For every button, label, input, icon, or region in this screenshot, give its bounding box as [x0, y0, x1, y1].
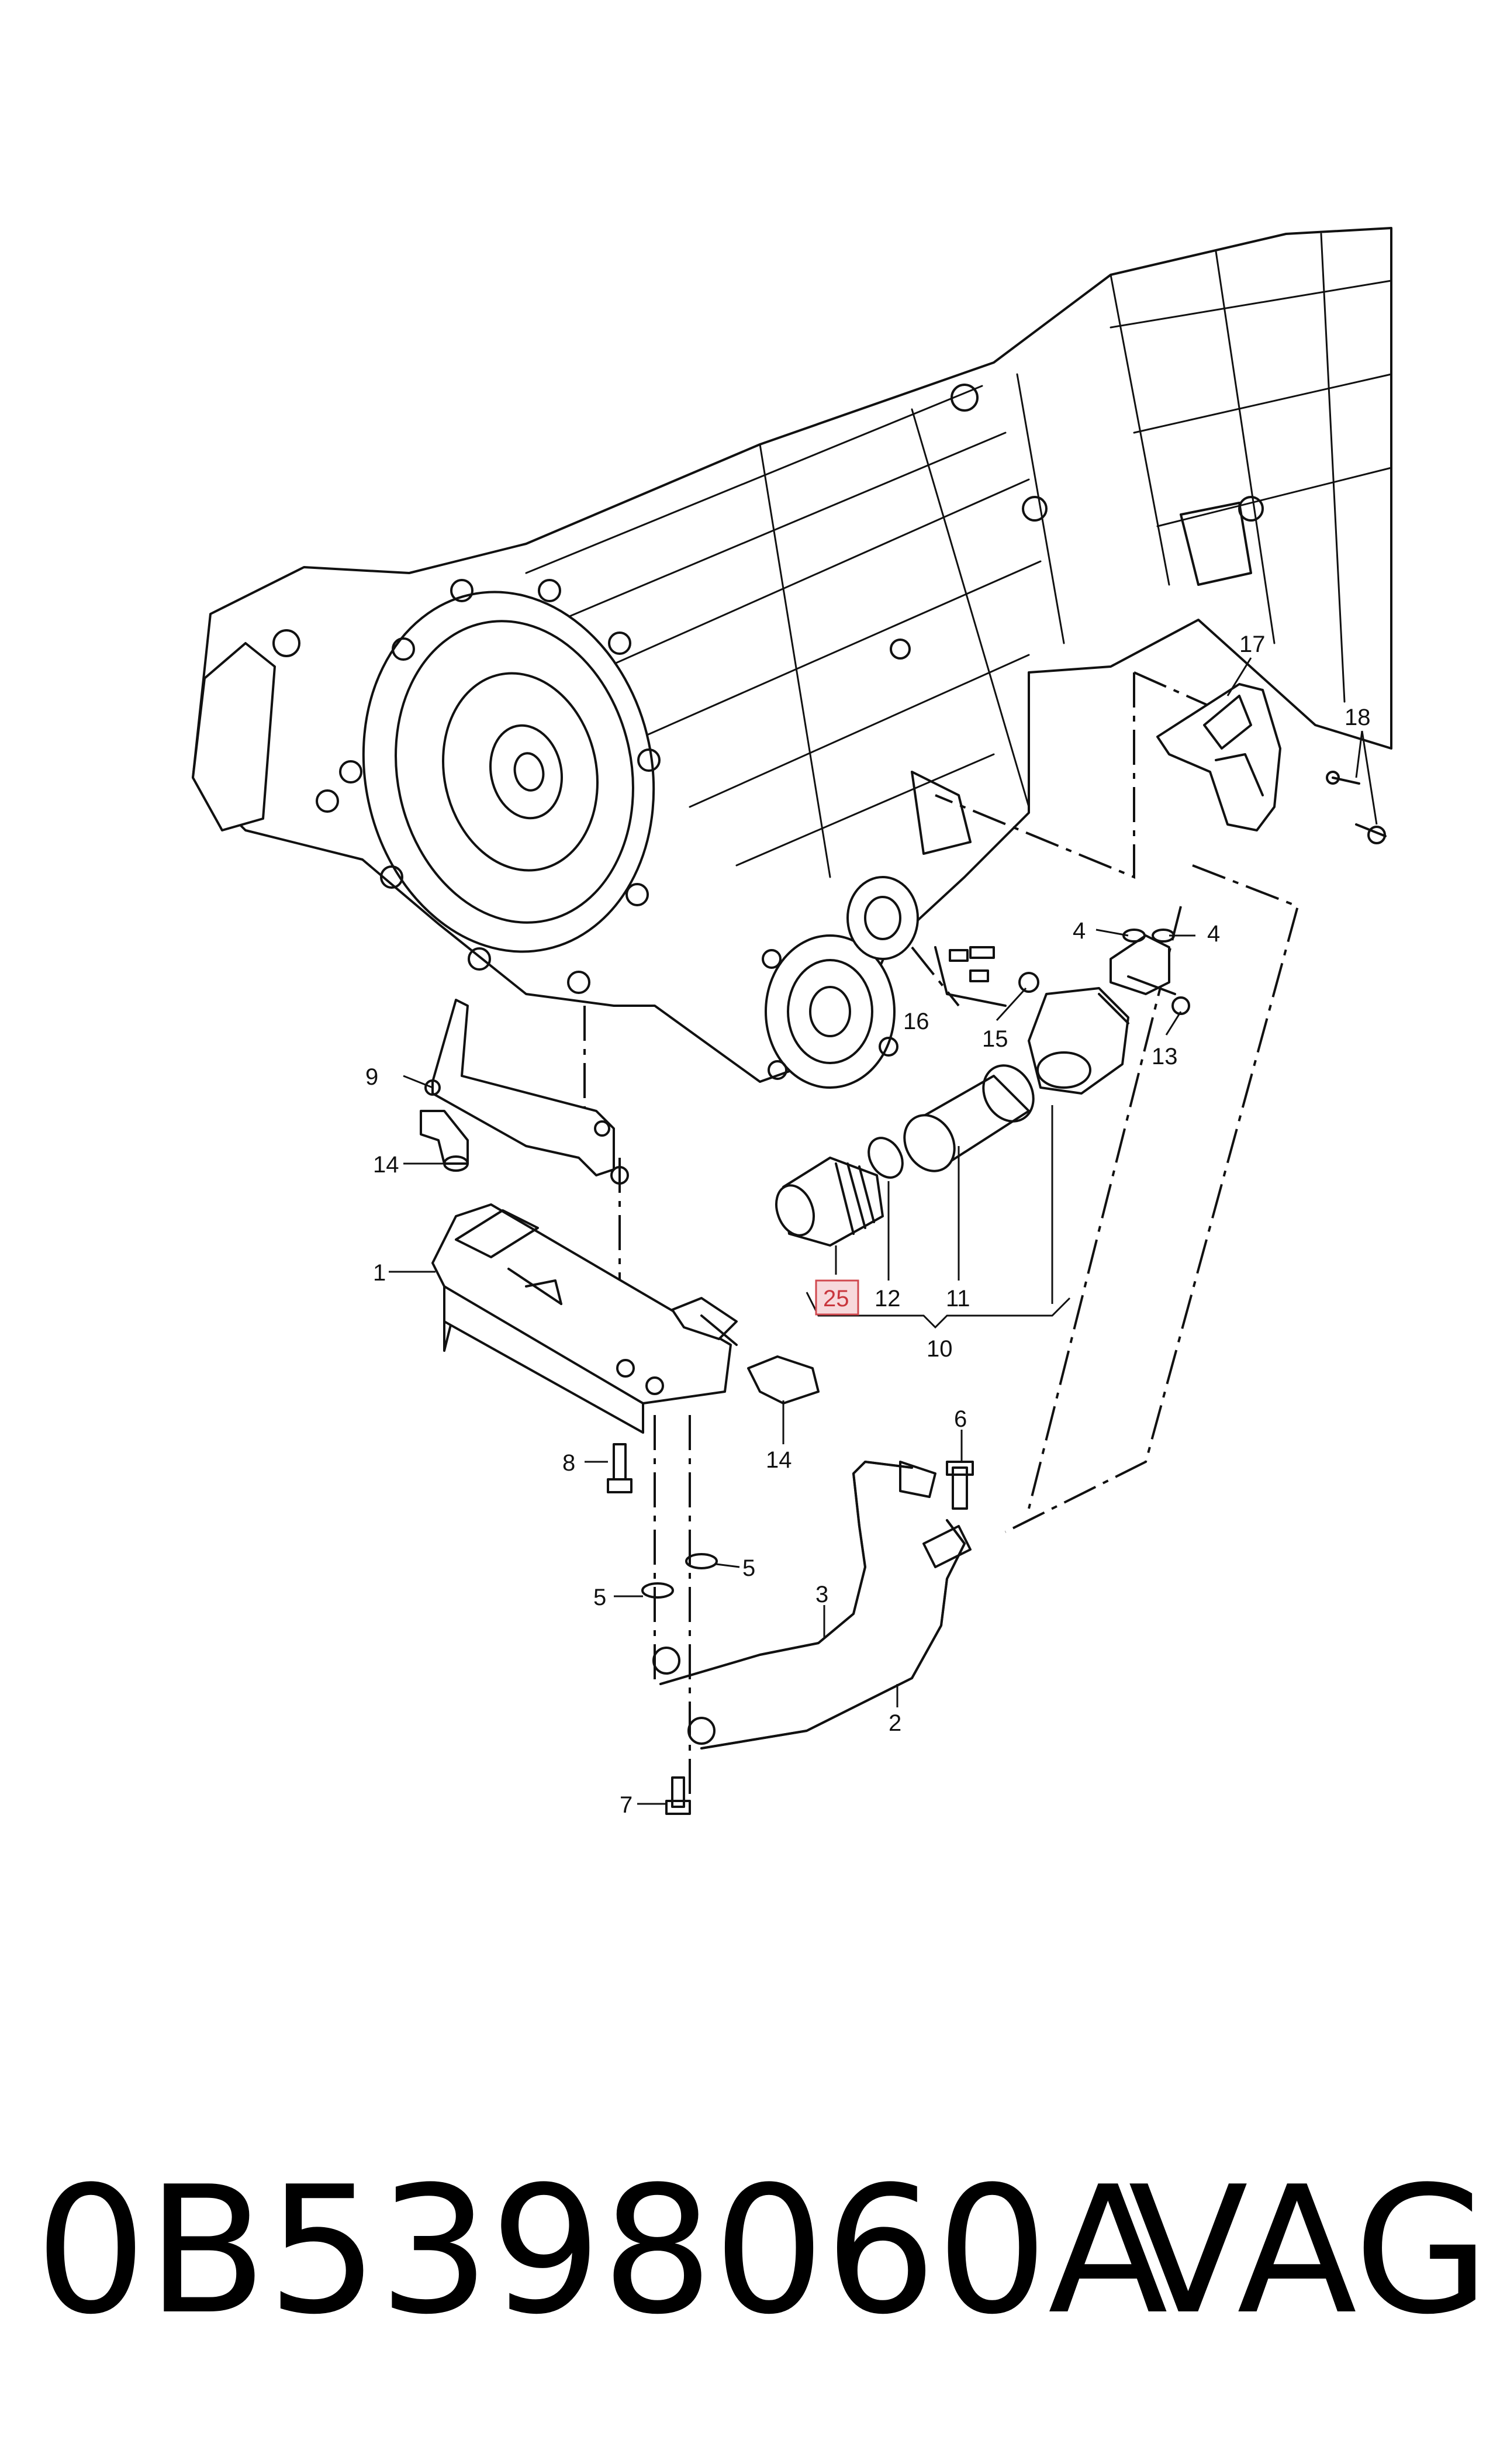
callout-6: 6 [954, 1406, 967, 1432]
bolt-8 [607, 1443, 633, 1493]
pins-16 [934, 946, 1039, 1007]
callout-13: 13 [1152, 1044, 1178, 1069]
mount-bracket [1156, 683, 1281, 831]
brand-label: VAG [1128, 2149, 1490, 2353]
callout-14b: 14 [766, 1447, 792, 1473]
clip-5a [641, 1582, 674, 1599]
callout-12: 12 [875, 1286, 901, 1312]
callout-25: 25 [823, 1286, 849, 1312]
callout-7: 7 [620, 1792, 633, 1818]
callout-2: 2 [889, 1710, 901, 1736]
callout-3: 3 [815, 1582, 828, 1607]
clip-5b [685, 1553, 718, 1569]
bolt-6 [946, 1461, 974, 1510]
oil-cooler-1 [431, 1203, 732, 1434]
hose-14-upper [420, 1110, 469, 1172]
retainer-13 [1110, 929, 1190, 1015]
callout-10: 10 [927, 1336, 953, 1362]
leader-lines [389, 657, 1378, 1805]
oil-line-3 [652, 1461, 936, 1685]
oil-line-2 [687, 1519, 972, 1749]
callout-5a: 5 [593, 1585, 606, 1610]
hose-14-lower [671, 1297, 820, 1404]
filter-housing-10 [1028, 987, 1129, 1095]
callout-labels: 17 18 4 4 13 15 16 9 14 1 25 12 11 10 14… [365, 631, 1371, 1818]
callout-1: 1 [373, 1260, 386, 1286]
callout-11: 11 [946, 1286, 970, 1312]
callout-16: 16 [903, 1009, 929, 1034]
callout-8: 8 [562, 1450, 575, 1476]
callout-15: 15 [982, 1026, 1008, 1052]
seal-ring-12 [867, 1137, 904, 1179]
bolts-18 [1326, 771, 1387, 844]
callout-14a: 14 [373, 1152, 399, 1178]
callout-4a: 4 [1073, 918, 1086, 944]
bolt-bosses [272, 579, 661, 994]
transmission-housing [192, 227, 1392, 1089]
callout-17: 17 [1239, 631, 1266, 657]
bracket-9 [424, 999, 629, 1185]
callout-5b: 5 [742, 1555, 755, 1581]
filter-cap-25 [775, 1157, 884, 1247]
filter-cartridge-11 [903, 1064, 1035, 1172]
callout-4b: 4 [1207, 921, 1220, 947]
callout-18: 18 [1345, 705, 1371, 730]
part-number-label: 0B5398060A [35, 2149, 1168, 2353]
bolt-7 [665, 1776, 691, 1815]
highlight-callout-25: 25 [815, 1279, 859, 1316]
callout-9: 9 [365, 1064, 378, 1090]
